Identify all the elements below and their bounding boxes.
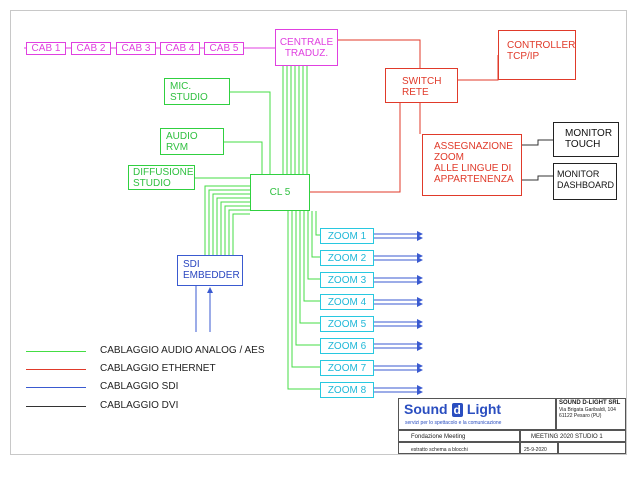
- audio-rvm-line-1: AUDIO: [166, 131, 198, 142]
- project-cell: MEETING 2020 STUDIO 1: [520, 430, 626, 442]
- cab-3-label: CAB 3: [121, 43, 151, 54]
- monitor-dashboard-line-1: MONITOR: [557, 169, 600, 179]
- cab-1-node: CAB 1: [26, 42, 66, 55]
- legend-audio-label: CABLAGGIO AUDIO ANALOG / AES: [100, 345, 265, 356]
- zoom-8-node: ZOOM 8: [320, 382, 374, 398]
- drawing-description: estratto schema a blocchi: [411, 447, 468, 453]
- audio-rvm-node: AUDIO RVM: [160, 128, 224, 155]
- legend-dvi-swatch: [26, 406, 86, 407]
- sdi-embedder-line-2: EMBEDDER: [183, 270, 240, 281]
- date-cell: 25-9-2020: [520, 442, 558, 454]
- cab-2-node: CAB 2: [71, 42, 111, 55]
- sdi-wires: [195, 231, 423, 395]
- legend-dvi-label: CABLAGGIO DVI: [100, 400, 179, 411]
- audio-rvm-line-2: RVM: [166, 142, 189, 153]
- assegnazione-line-1: ASSEGNAZIONE: [434, 141, 513, 152]
- assegnazione-line-4: APPARTENENZA: [434, 174, 514, 185]
- monitor-touch-line-1: MONITOR: [565, 128, 613, 139]
- sheet-border: [10, 10, 627, 455]
- zoom-6-node: ZOOM 6: [320, 338, 374, 354]
- zoom-8-label: ZOOM 8: [327, 384, 367, 396]
- diffusione-line-1: DIFFUSIONE: [133, 167, 194, 178]
- sdi-embedder-node: SDI EMBEDDER: [177, 255, 243, 286]
- legend-sdi-label: CABLAGGIO SDI: [100, 381, 179, 392]
- diffusione-studio-node: DIFFUSIONE STUDIO: [128, 165, 195, 190]
- cab-4-node: CAB 4: [160, 42, 200, 55]
- sdi-embedder-line-1: SDI: [183, 259, 200, 270]
- cab-4-label: CAB 4: [165, 43, 195, 54]
- switch-line-1: SWITCH: [402, 76, 442, 87]
- cab-2-label: CAB 2: [76, 43, 106, 54]
- monitor-dashboard-node: MONITOR DASHBOARD: [553, 163, 617, 200]
- zoom-2-node: ZOOM 2: [320, 250, 374, 266]
- audio-wires: [195, 66, 320, 390]
- logo-word-sound: Sound: [404, 401, 448, 417]
- drawing-date: 25-9-2020: [524, 447, 547, 453]
- centrale-traduz-node: CENTRALE TRADUZ.: [275, 29, 338, 66]
- legend-ethernet-swatch: [26, 369, 86, 370]
- assegnazione-line-2: ZOOM: [434, 152, 464, 163]
- logo-mark: d: [451, 403, 463, 417]
- zoom-7-node: ZOOM 7: [320, 360, 374, 376]
- assegnazione-zoom-node: ASSEGNAZIONE ZOOM ALLE LINGUE DI APPARTE…: [422, 134, 522, 196]
- client-name: Fondazione Meeting: [411, 434, 466, 440]
- controller-line-2: TCP/IP: [507, 51, 540, 62]
- client-cell: Fondazione Meeting: [398, 430, 520, 442]
- empty-cell: [558, 442, 626, 454]
- zoom-6-label: ZOOM 6: [327, 340, 367, 352]
- controller-line-1: CONTROLLER: [507, 40, 576, 51]
- zoom-2-label: ZOOM 2: [327, 252, 367, 264]
- zoom-1-label: ZOOM 1: [327, 230, 367, 242]
- diffusione-line-2: STUDIO: [133, 178, 171, 189]
- zoom-3-label: ZOOM 3: [327, 274, 367, 286]
- description-cell: estratto schema a blocchi: [398, 442, 520, 454]
- zoom-3-node: ZOOM 3: [320, 272, 374, 288]
- mic-studio-line-1: MIC.: [170, 81, 192, 92]
- controller-node: CONTROLLER TCP/IP: [498, 30, 576, 80]
- switch-line-2: RETE: [402, 87, 429, 98]
- monitor-touch-line-2: TOUCH: [565, 139, 601, 150]
- zoom-4-label: ZOOM 4: [327, 296, 367, 308]
- zoom-7-label: ZOOM 7: [327, 362, 367, 374]
- cab-5-label: CAB 5: [209, 43, 239, 54]
- cl5-label: CL 5: [269, 187, 291, 198]
- cab-3-node: CAB 3: [116, 42, 156, 55]
- centrale-line-2: TRADUZ.: [284, 47, 329, 59]
- assegnazione-line-3: ALLE LINGUE DI: [434, 163, 512, 174]
- company-address-2: 61122 Pesaro (PU): [559, 413, 602, 419]
- company-name: SOUND D-LIGHT SRL: [559, 400, 621, 406]
- zoom-5-label: ZOOM 5: [327, 318, 367, 330]
- zoom-1-node: ZOOM 1: [320, 228, 374, 244]
- legend-ethernet-label: CABLAGGIO ETHERNET: [100, 363, 216, 374]
- project-name: MEETING 2020 STUDIO 1: [531, 434, 603, 440]
- cl5-mixer-node: CL 5: [250, 174, 310, 211]
- legend-sdi-swatch: [26, 387, 86, 388]
- zoom-5-node: ZOOM 5: [320, 316, 374, 332]
- monitor-dashboard-line-2: DASHBOARD: [557, 180, 615, 190]
- company-cell: SOUND D-LIGHT SRL Via Brigata Garibaldi,…: [556, 398, 626, 430]
- legend-audio-swatch: [26, 351, 86, 352]
- company-address-1: Via Brigata Garibaldi, 104: [559, 407, 616, 413]
- mic-studio-node: MIC. STUDIO: [164, 78, 230, 105]
- centrale-line-1: CENTRALE: [279, 36, 334, 48]
- logo-tagline: servizi per lo spettacolo e la comunicaz…: [405, 420, 502, 426]
- dvi-wires: [522, 139, 553, 181]
- cab-1-label: CAB 1: [31, 43, 61, 54]
- zoom-4-node: ZOOM 4: [320, 294, 374, 310]
- logo-word-light: Light: [466, 401, 502, 417]
- mic-studio-line-2: STUDIO: [170, 92, 208, 103]
- cab-5-node: CAB 5: [204, 42, 244, 55]
- monitor-touch-node: MONITOR TOUCH: [553, 122, 619, 157]
- switch-rete-node: SWITCH RETE: [385, 68, 458, 103]
